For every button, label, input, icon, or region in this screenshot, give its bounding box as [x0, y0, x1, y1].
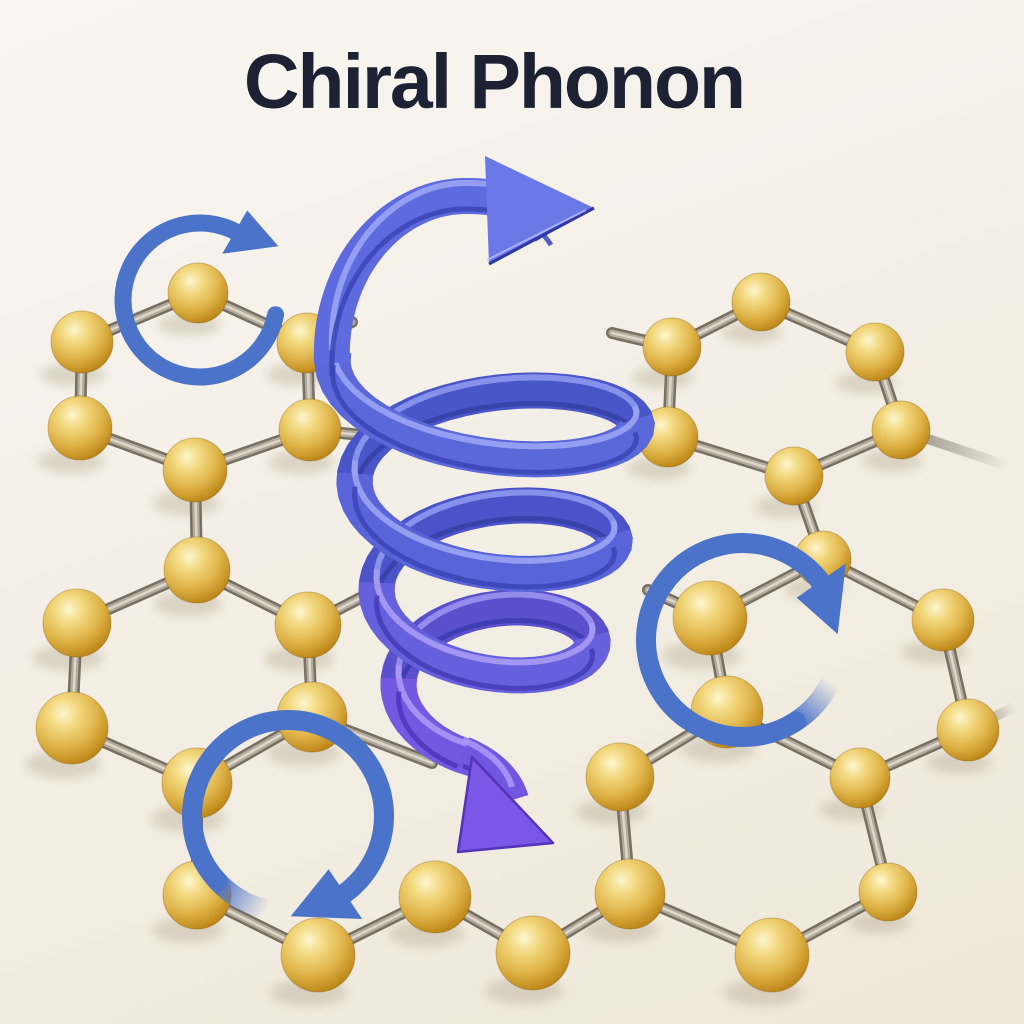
gold-atom: [672, 580, 748, 656]
spiral-ribbon-shade: [373, 515, 618, 615]
spiral-ribbon-highlight: [373, 569, 596, 666]
rotation-arrow-right: [636, 533, 846, 747]
gold-atom: [764, 446, 824, 506]
gold-atom: [585, 742, 655, 812]
rotation-arrowhead-icon: [222, 210, 279, 254]
gold-atom: [35, 691, 109, 765]
gold-atom: [642, 317, 702, 377]
phonon-spiral-arrow: [313, 156, 655, 854]
spiral-ribbon: [314, 350, 655, 478]
rotation-arrow-arc: [182, 710, 394, 906]
spiral-ribbon: [455, 737, 529, 806]
rotation-arrow-bottom-left: [182, 710, 394, 920]
spiral-ribbon-highlight: [351, 460, 618, 564]
spiral-ribbon-shade: [351, 400, 640, 507]
spiral-ribbon: [336, 472, 633, 592]
spiral-ribbon-shade: [373, 595, 596, 691]
gold-atom: [50, 310, 114, 374]
spiral-ribbon-highlight: [329, 338, 640, 450]
spiral-ribbon-shade: [395, 691, 475, 775]
gold-atom: [858, 862, 918, 922]
gold-atom: [936, 698, 1000, 762]
gold-atom: [280, 917, 356, 993]
rotation-arrow-arc: [636, 533, 833, 747]
gold-atom: [398, 860, 472, 934]
gold-atom: [162, 437, 228, 503]
gold-atom: [731, 272, 791, 332]
gold-atom: [845, 322, 905, 382]
spiral-ribbon-shade: [351, 486, 618, 590]
spiral-ribbon-highlight: [351, 374, 640, 481]
rotation-arrow-top-left: [114, 210, 285, 386]
gold-atom: [829, 747, 891, 809]
page-title: Chiral Phonon: [243, 39, 746, 125]
gold-atom: [163, 536, 231, 604]
spiral-top-arrowhead-glint: [486, 209, 587, 261]
spiral-bottom-arrowhead-icon: [456, 755, 555, 854]
gold-atom: [274, 591, 342, 659]
gold-atom: [594, 858, 666, 930]
spiral-top-arrowhead-icon: [485, 156, 594, 264]
gold-atom: [495, 915, 571, 991]
spiral-ribbon: [358, 581, 611, 694]
spiral-ribbon: [358, 487, 633, 604]
gold-atom: [911, 588, 975, 652]
gold-atom: [42, 588, 112, 658]
spiral-top-arrowhead-edge: [488, 206, 595, 266]
spiral-ribbon-highlight: [395, 665, 475, 749]
rotation-arrow-arc: [114, 214, 285, 386]
spiral-ribbon-shade: [395, 617, 596, 710]
spiral-ribbon: [336, 372, 655, 497]
gold-atom: [167, 262, 229, 324]
gold-atom: [734, 917, 810, 993]
gold-atom: [278, 398, 342, 462]
gold-atom: [47, 395, 113, 461]
rotation-arrowhead-icon: [796, 563, 846, 635]
spiral-ribbon-highlight: [461, 737, 515, 788]
rotation-arrowhead-icon: [290, 869, 363, 919]
spiral-ribbon-shade: [329, 364, 640, 475]
gold-atom: [871, 400, 931, 460]
spiral-ribbon: [380, 677, 480, 777]
